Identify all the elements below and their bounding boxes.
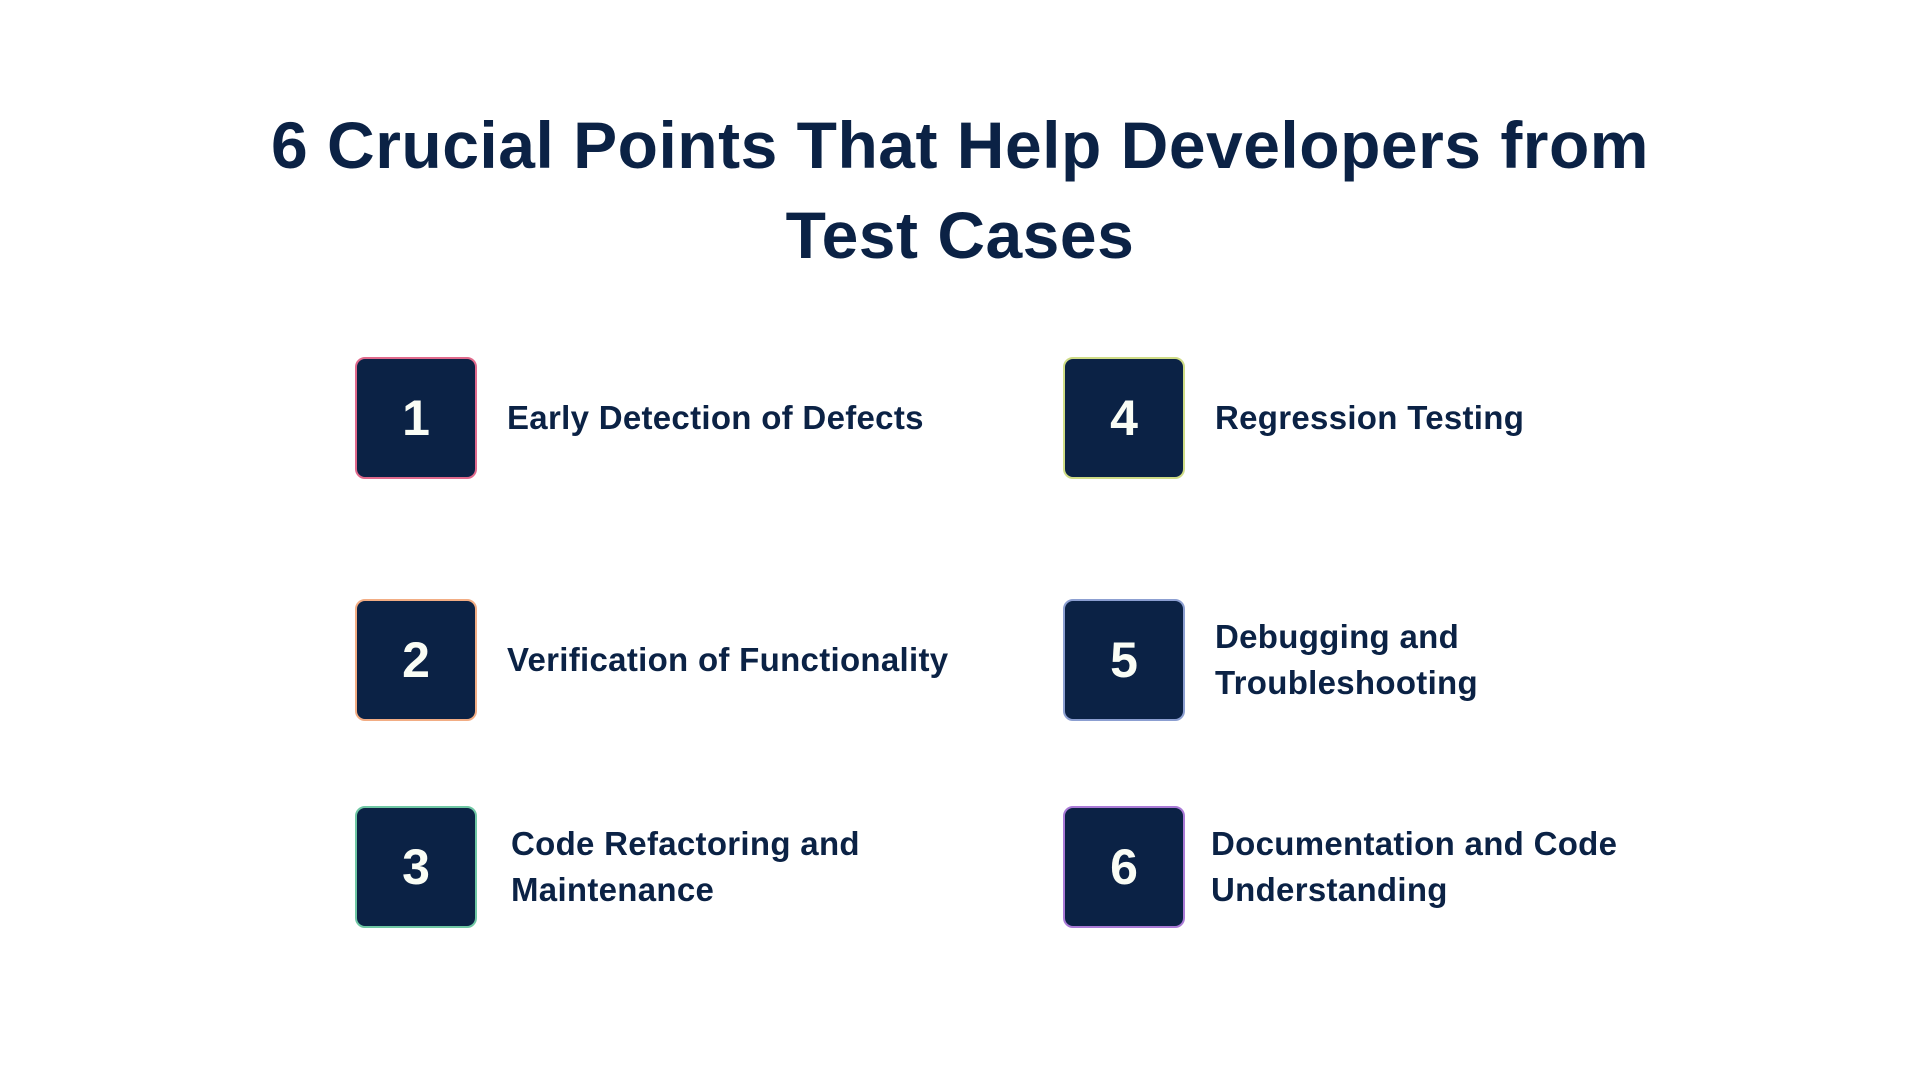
point-item-4: 4 Regression Testing	[1063, 357, 1524, 479]
point-item-6: 6 Documentation and Code Understanding	[1063, 806, 1617, 928]
point-label-5: Debugging and Troubleshooting	[1215, 618, 1478, 701]
point-item-1: 1 Early Detection of Defects	[355, 357, 924, 479]
title-line-1: 6 Crucial Points That Help Developers fr…	[271, 108, 1649, 182]
title-line-2: Test Cases	[785, 198, 1135, 272]
number-badge-3: 3	[355, 806, 477, 928]
number-badge-1: 1	[355, 357, 477, 479]
number-badge-4: 4	[1063, 357, 1185, 479]
point-label-3: Code Refactoring and Maintenance	[511, 825, 860, 908]
point-label-6: Documentation and Code Understanding	[1211, 825, 1618, 908]
page-title: 6 Crucial Points That Help Developers fr…	[0, 100, 1920, 280]
point-label-1: Early Detection of Defects	[507, 399, 924, 436]
number-badge-6: 6	[1063, 806, 1185, 928]
point-label-4: Regression Testing	[1215, 399, 1525, 436]
point-item-2: 2 Verification of Functionality	[355, 599, 948, 721]
number-badge-5: 5	[1063, 599, 1185, 721]
point-item-5: 5 Debugging and Troubleshooting	[1063, 599, 1478, 721]
point-label-2: Verification of Functionality	[507, 641, 949, 678]
point-item-3: 3 Code Refactoring and Maintenance	[355, 806, 860, 928]
number-badge-2: 2	[355, 599, 477, 721]
